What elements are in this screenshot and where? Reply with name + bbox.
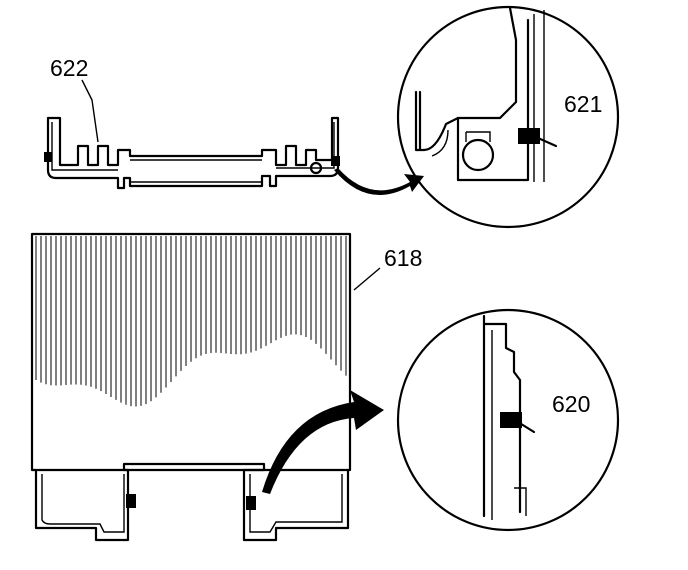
callout-621: 621 <box>564 91 602 117</box>
magnifier-circle-lower <box>396 308 620 532</box>
tank-seal-left <box>126 494 136 508</box>
tank-seal-right <box>246 496 256 510</box>
seal-tab-left <box>44 152 52 162</box>
seal-tab-right <box>331 156 340 166</box>
upper-bracket-assembly <box>44 79 340 190</box>
curved-arrow-icon <box>334 168 424 195</box>
seal-tab-detail-620 <box>500 412 522 428</box>
seal-tab-detail-621 <box>518 128 540 144</box>
callout-622: 622 <box>50 55 88 81</box>
fin-pack-core <box>30 232 381 542</box>
fin-lines <box>35 236 347 407</box>
curved-arrow-icon <box>262 390 384 494</box>
callout-620: 620 <box>552 391 590 417</box>
callout-618: 618 <box>384 245 422 271</box>
magnifier-circle-upper <box>396 5 620 229</box>
